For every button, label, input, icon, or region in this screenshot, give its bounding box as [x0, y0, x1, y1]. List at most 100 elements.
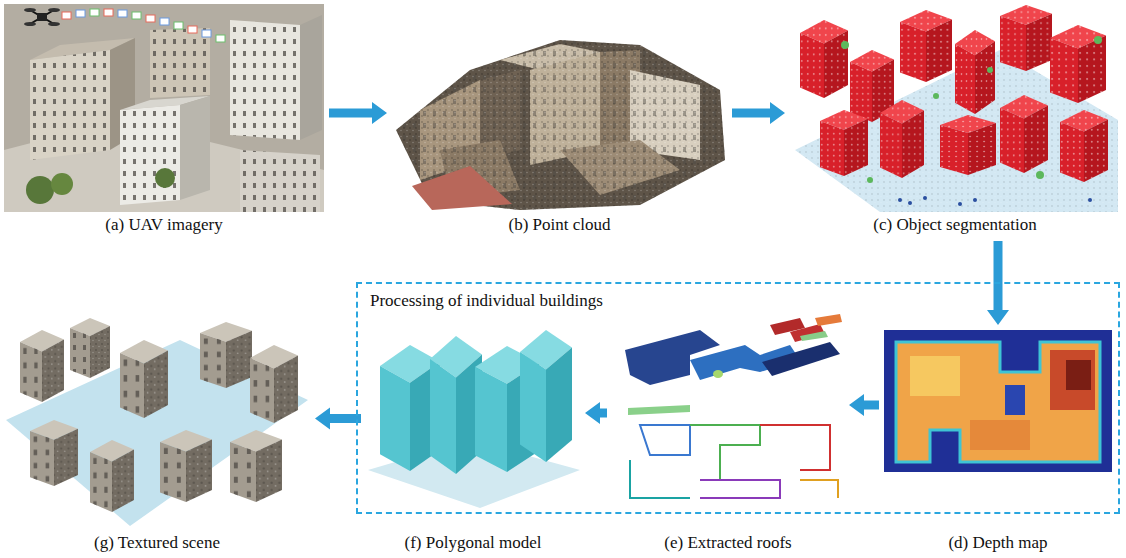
stage-panel: (e) Extracted roofs — [612, 316, 844, 554]
textured-scene-part — [90, 440, 134, 512]
drone-part — [48, 22, 60, 26]
segmented-cloud-part — [898, 196, 1092, 206]
polygonal-model-part — [430, 336, 482, 474]
uav-photo-part — [230, 20, 300, 140]
segmented-cloud-part — [1050, 25, 1106, 103]
textured-scene-part — [250, 345, 298, 423]
roof-planes-part-part — [760, 425, 830, 470]
image-trail-part — [202, 30, 211, 37]
drone-part — [24, 22, 36, 26]
group-box: Processing of individual buildings(d) De… — [356, 282, 1120, 514]
roof-planes-part-part — [690, 425, 760, 480]
point-cloud-part — [412, 166, 512, 210]
uav-photo-part — [155, 168, 175, 188]
depth-map — [884, 330, 1112, 472]
segmented-cloud-part — [1060, 110, 1108, 182]
uav-photo-part — [30, 50, 110, 160]
segmented-cloud-part-part — [1088, 198, 1092, 202]
depth-map-part — [884, 330, 1112, 472]
segmented-cloud-part-part — [958, 202, 962, 206]
segmented-cloud-part — [900, 10, 952, 82]
roof-planes-part — [628, 405, 690, 415]
uav-photo-part — [120, 105, 180, 205]
depth-map-part — [1005, 385, 1025, 415]
image-trail-part — [160, 18, 169, 25]
stage-caption: (a) UAV imagery — [105, 214, 222, 236]
stage-caption: (d) Depth map — [948, 532, 1047, 554]
segmented-cloud-part-part — [933, 93, 939, 99]
stage-panel: (g) Textured scene — [4, 312, 310, 554]
segmented-cloud-part-part — [898, 198, 902, 202]
flow-arrow — [849, 394, 879, 416]
segmented-cloud-part — [940, 115, 996, 175]
image-trail-part — [132, 12, 141, 19]
segmented-cloud-part-part — [841, 41, 849, 49]
drone-part — [30, 10, 54, 24]
textured-scene-part — [230, 430, 282, 502]
stage-panel: (d) Depth map — [884, 330, 1112, 554]
roof-planes-part-part — [800, 480, 838, 498]
segmented-cloud-part-part — [973, 198, 977, 202]
stage-caption: (c) Object segmentation — [873, 214, 1036, 236]
uav-photo-part — [4, 4, 324, 212]
roof-planes-part — [800, 331, 828, 341]
drone-part — [37, 13, 47, 21]
textured-scene-part — [200, 322, 252, 388]
segmented-cloud-part-part — [867, 177, 873, 183]
uav-photo-part — [150, 28, 210, 98]
uav-photo — [4, 4, 324, 212]
image-trail-part — [174, 22, 183, 29]
polygonal-model-part — [520, 330, 572, 462]
segmented-cloud-part-part — [987, 67, 993, 73]
polygonal-model — [368, 330, 580, 508]
segmented-cloud-part-part — [1036, 171, 1044, 179]
roof-planes-part — [762, 342, 840, 376]
stage-caption: (e) Extracted roofs — [664, 532, 791, 554]
segmented-cloud-part — [820, 110, 868, 176]
segmented-cloud-part-part — [1094, 36, 1102, 44]
point-cloud — [396, 40, 725, 210]
image-trail — [62, 9, 225, 42]
flow-arrow — [329, 102, 387, 124]
stage-caption: (g) Textured scene — [94, 532, 220, 554]
uav-photo-part — [120, 105, 180, 205]
stage-panel: (f) Polygonal model — [366, 324, 580, 554]
segmented-cloud-part — [955, 30, 995, 114]
uav-photo-part — [26, 176, 54, 204]
roof-planes-part-part — [640, 425, 690, 455]
segmented-cloud-part — [1000, 95, 1048, 173]
uav-photo-part — [240, 150, 320, 212]
segmented-cloud-part — [841, 36, 1102, 183]
uav-photo-part — [51, 173, 73, 195]
segmented-cloud-part-part — [923, 196, 927, 200]
drone-part — [24, 8, 36, 12]
flow-arrow — [585, 402, 607, 424]
textured-scene-part — [70, 318, 110, 378]
flow-arrow — [315, 408, 361, 430]
textured-scene-part — [20, 330, 64, 402]
roof-planes-part — [713, 370, 723, 378]
stage-caption: (b) Point cloud — [509, 214, 611, 236]
uav-photo-part — [300, 15, 322, 140]
segmented-cloud-part — [1000, 5, 1052, 71]
textured-scene-part — [120, 340, 168, 418]
uav-photo-part — [30, 50, 110, 160]
flow-arrow — [732, 102, 785, 124]
image-trail-part — [76, 10, 85, 17]
image-trail-part — [90, 9, 99, 16]
roof-planes — [625, 314, 842, 498]
image-trail-part — [118, 10, 127, 17]
uav-photo-part — [240, 150, 320, 212]
point-cloud-part — [396, 40, 725, 210]
drone-part — [30, 10, 54, 24]
depth-map-part — [970, 420, 1030, 450]
roof-planes-part-part — [630, 460, 690, 498]
textured-scene-part — [160, 430, 212, 502]
point-cloud-part — [396, 40, 725, 210]
group-title: Processing of individual buildings — [358, 284, 615, 312]
roof-planes-part-part — [700, 480, 780, 498]
image-trail-part — [216, 35, 225, 42]
textured-scene-part — [30, 420, 78, 486]
